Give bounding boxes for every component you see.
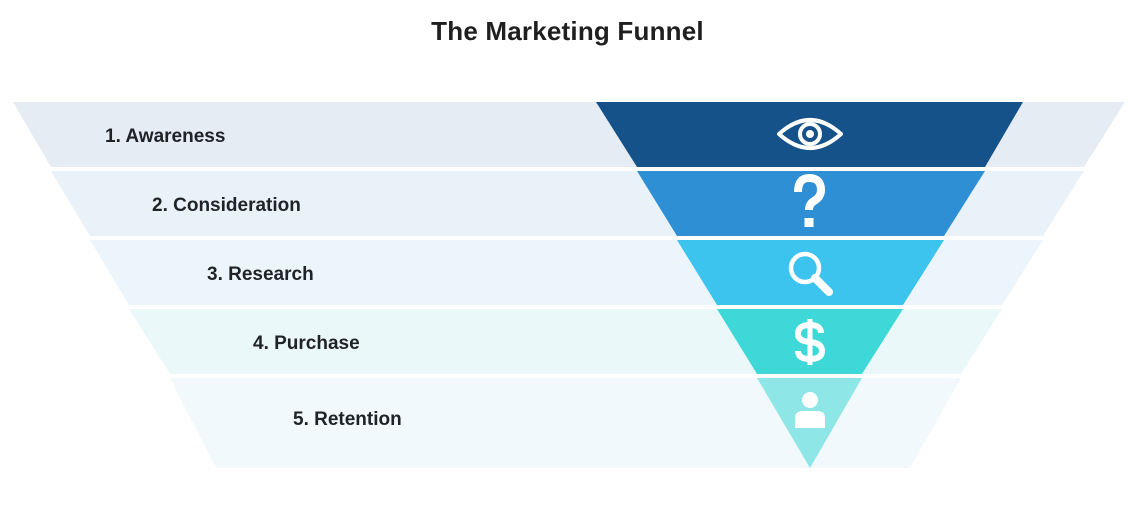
question-icon <box>794 174 825 227</box>
stage-label-purchase: 4. Purchase <box>253 333 360 354</box>
funnel-segment-research <box>677 240 944 305</box>
eye-icon <box>777 118 843 150</box>
magnifier-icon <box>788 251 833 296</box>
stage-label-retention: 5. Retention <box>293 409 402 430</box>
dollar-icon <box>794 319 826 365</box>
user-icon <box>795 392 825 428</box>
stage-label-awareness: 1. Awareness <box>105 126 225 147</box>
stage-label-consideration: 2. Consideration <box>152 195 301 216</box>
stage-label-research: 3. Research <box>207 264 314 285</box>
diagram-title: The Marketing Funnel <box>431 16 704 46</box>
stage-band-retention <box>170 378 961 468</box>
